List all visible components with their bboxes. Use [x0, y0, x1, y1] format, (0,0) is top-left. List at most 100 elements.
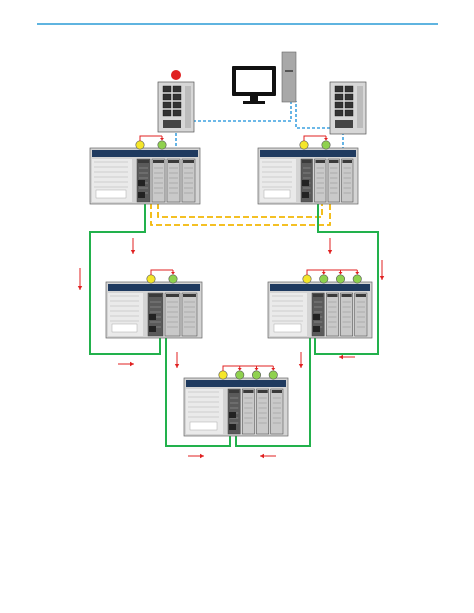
brand-band	[92, 150, 198, 157]
ethernet-port-icon	[302, 192, 309, 198]
status-indicator-green	[252, 370, 262, 380]
flow-arrow-icon	[271, 368, 276, 371]
flow-arrow-icon	[324, 138, 328, 141]
flow-arrow-head	[130, 361, 134, 367]
flow-arrow-head	[260, 453, 264, 459]
switch-label-strip	[185, 86, 191, 128]
io-module	[270, 388, 284, 435]
flow-arrow-icon	[355, 272, 360, 275]
module-status-strip	[327, 294, 338, 297]
ethernet-port-icon	[302, 180, 309, 186]
ethernet-port-icon	[162, 101, 172, 109]
status-indicator-yellow	[299, 140, 309, 150]
panel-label	[111, 323, 138, 333]
ring-cable-primary-to-left	[89, 203, 161, 355]
monitor-screen	[236, 70, 272, 92]
redundancy-cable-inner	[157, 203, 323, 218]
module-status-strip	[302, 160, 312, 163]
brand-band	[186, 380, 286, 387]
status-jumper-line	[303, 135, 326, 141]
io-module	[326, 292, 339, 337]
ethernet-port-icon	[344, 93, 354, 101]
io-module	[166, 158, 181, 203]
ethernet-switch-left	[157, 81, 195, 133]
brand-band	[270, 284, 370, 291]
primary-chassis	[89, 140, 201, 205]
ethernet-port-icon	[334, 85, 344, 93]
io-module	[341, 158, 354, 203]
ethernet-port-icon	[162, 109, 172, 117]
ethernet-port-icon	[172, 85, 182, 93]
tower-drive-slot	[285, 70, 293, 72]
monitor-base	[243, 101, 265, 104]
remote-chassis-right	[267, 274, 373, 339]
status-jumper-line	[222, 365, 274, 371]
module-status-strip	[341, 294, 352, 297]
workstation	[232, 51, 297, 104]
module-status-strip	[153, 160, 164, 163]
status-indicator-green	[352, 274, 362, 284]
ethernet-port-icon	[172, 109, 182, 117]
status-indicator-green	[321, 140, 331, 150]
module-status-strip	[257, 390, 268, 393]
panel-label	[95, 189, 127, 199]
alarm-indicator	[171, 70, 181, 80]
switch-label-strip	[357, 86, 363, 128]
status-indicator-green	[319, 274, 329, 284]
module-status-strip	[183, 160, 194, 163]
ethernet-port-icon	[334, 101, 344, 109]
flow-arrow-icon	[338, 272, 343, 275]
flow-arrow-icon	[321, 272, 326, 275]
flow-arrow-icon	[171, 272, 175, 275]
ethernet-port-icon	[334, 109, 344, 117]
io-module	[242, 388, 255, 435]
module-status-strip	[329, 160, 339, 163]
flow-arrow-head	[298, 364, 304, 368]
ethernet-port-icon	[162, 93, 172, 101]
module-status-strip	[183, 294, 196, 297]
flow-arrow-head	[327, 250, 333, 254]
io-module	[314, 158, 327, 203]
io-module	[164, 292, 181, 337]
status-jumper-line	[306, 269, 358, 275]
secondary-chassis	[257, 140, 359, 205]
remote-chassis-left	[105, 274, 203, 339]
module-status-strip	[149, 294, 162, 297]
ethernet-port-icon	[344, 109, 354, 117]
module-status-strip	[243, 390, 254, 393]
status-indicator-green	[235, 370, 245, 380]
ethernet-port-icon	[149, 326, 156, 332]
io-module	[327, 158, 340, 203]
ethernet-port-icon	[229, 424, 236, 430]
status-indicator-green	[157, 140, 167, 150]
ethernet-cable-switch-left-to-tower	[193, 101, 292, 122]
ethernet-switch-right	[329, 81, 367, 135]
flow-arrow-icon	[237, 368, 242, 371]
ethernet-port-icon	[149, 314, 156, 320]
flow-arrow-icon	[254, 368, 259, 371]
remote-chassis-bottom	[183, 370, 289, 437]
flow-arrow-head	[200, 453, 204, 459]
brand-band	[260, 150, 356, 157]
module-status-strip	[229, 390, 240, 393]
flow-arrows	[77, 238, 385, 459]
flow-arrow-head	[130, 250, 136, 254]
status-indicator-yellow	[218, 370, 228, 380]
module-status-strip	[313, 294, 324, 297]
io-module	[181, 158, 196, 203]
brand-band	[108, 284, 200, 291]
ethernet-port-icon	[138, 180, 145, 186]
ring-cable-secondary-to-right	[314, 203, 379, 355]
ethernet-port-icon	[229, 412, 236, 418]
flow-arrow-icon	[160, 138, 164, 141]
io-module	[354, 292, 368, 337]
ethernet-port-icon	[334, 93, 344, 101]
status-indicator-green	[268, 370, 278, 380]
module-status-strip	[315, 160, 325, 163]
flow-arrow-head	[379, 276, 385, 280]
module-status-strip	[138, 160, 149, 163]
ethernet-cables	[175, 101, 344, 150]
flow-arrow-head	[77, 286, 83, 290]
monitor-stand	[250, 96, 258, 101]
status-jumper-line	[150, 269, 173, 275]
